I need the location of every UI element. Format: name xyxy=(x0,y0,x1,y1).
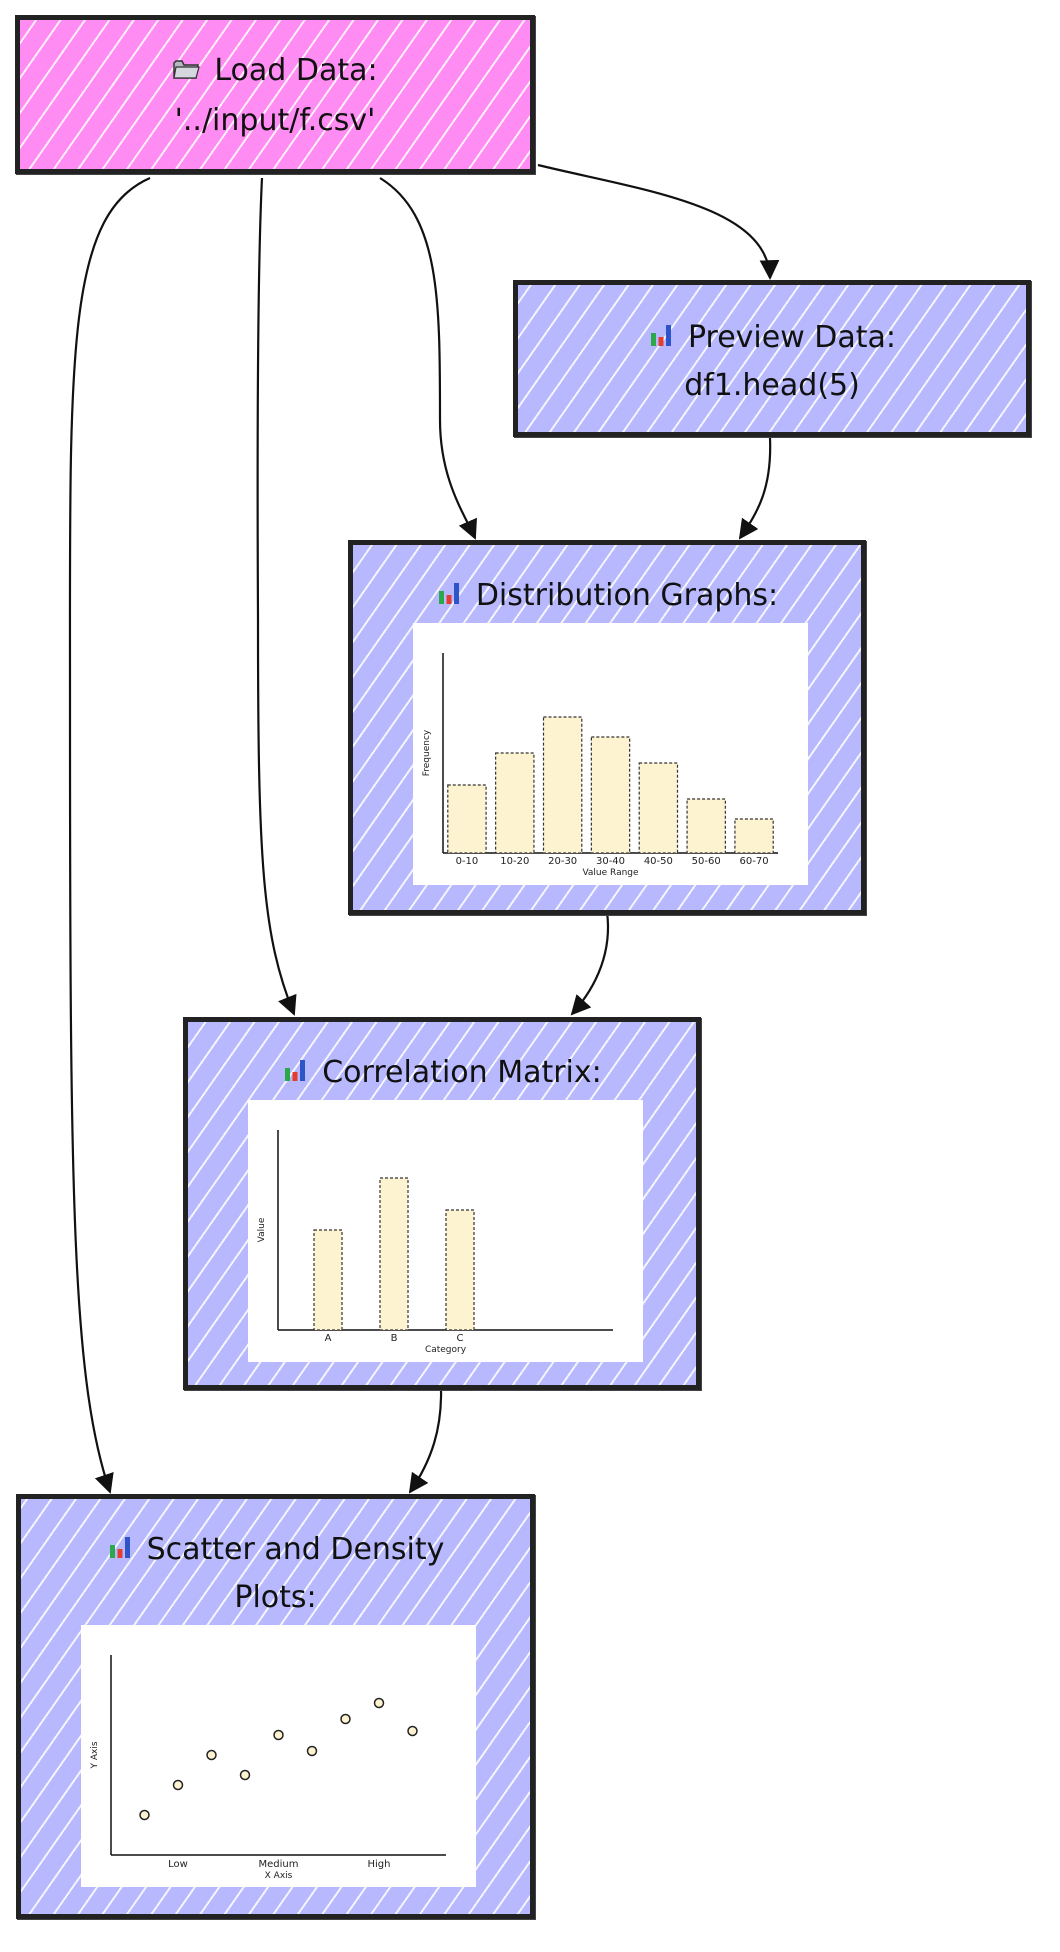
load-data-title: Load Data: xyxy=(20,48,530,95)
bar-chart-icon xyxy=(648,316,674,362)
dist-tick-label-2: 10-20 xyxy=(500,856,529,867)
edge-preview-distribution xyxy=(738,437,772,540)
folder-icon xyxy=(172,49,201,95)
preview-data-label: Preview Data: xyxy=(687,320,897,355)
corr-bar-1 xyxy=(313,1229,343,1331)
edge-load-distribution xyxy=(379,177,477,540)
load-data-label: Load Data: xyxy=(214,53,378,88)
dist-x-axis-label: Value Range xyxy=(582,868,639,878)
edge-distribution-correlation xyxy=(570,911,609,1016)
distribution-graphs-title: Distribution Graphs: xyxy=(353,573,861,620)
scatter-point-4 xyxy=(239,1769,251,1781)
scatter-tick-label-1: Low xyxy=(168,1859,188,1870)
distribution-chart: 0-10 10-20 20-30 30-40 40-50 50-60 60-70Value … xyxy=(422,653,778,878)
corr-tick-label-2: B xyxy=(391,1333,398,1344)
scatter-density-title: Scatter and Density xyxy=(21,1527,530,1574)
scatter-point-7 xyxy=(340,1713,351,1725)
dist-tick-label-3: 20-30 xyxy=(548,856,577,867)
corr-bar-2 xyxy=(379,1177,409,1331)
corr-y-axis-label: Value xyxy=(257,1217,267,1242)
scatter-x-axis-label: X Axis xyxy=(265,1871,293,1881)
corr-x-axis-label: Category xyxy=(425,1345,467,1355)
scatter-point-8 xyxy=(373,1697,385,1709)
scatter-point-6 xyxy=(306,1745,318,1757)
load-data-path: '../input/f.csv' xyxy=(174,103,376,138)
dist-bar-3 xyxy=(542,716,583,854)
dist-tick-label-7: 60-70 xyxy=(740,856,769,867)
dist-tick-label-4: 30-40 xyxy=(596,856,625,867)
corr-tick-label-1: A xyxy=(325,1333,332,1344)
dist-tick-label-1: 0-10 xyxy=(456,856,479,867)
dist-tick-label-5: 40-50 xyxy=(644,856,673,867)
scatter-density-label: Scatter and Density xyxy=(146,1532,445,1567)
dist-bar-1 xyxy=(447,784,487,854)
correlation-matrix-title: Correlation Matrix: xyxy=(188,1050,696,1097)
distribution-graphs-label: Distribution Graphs: xyxy=(475,578,779,613)
scatter-tick-label-3: High xyxy=(368,1859,391,1870)
dist-bar-6 xyxy=(686,798,726,854)
scatter-tick-label-2: Medium xyxy=(259,1859,299,1870)
scatter-point-5 xyxy=(273,1729,284,1741)
dist-bar-4 xyxy=(590,736,631,854)
dist-y-axis-label: Frequency xyxy=(422,729,432,776)
dist-bar-2 xyxy=(495,752,535,854)
bar-chart-icon xyxy=(107,1528,133,1574)
scatter-density-label-line2: Plots: xyxy=(234,1580,317,1615)
preview-data-node[interactable]: Preview Data: df1.head(5) xyxy=(513,280,1031,437)
scatter-point-1 xyxy=(139,1809,150,1821)
load-data-node[interactable]: Load Data: '../input/f.csv' xyxy=(15,15,535,174)
bar-chart-icon xyxy=(436,574,462,620)
edge-load-scatter xyxy=(68,176,151,1494)
dist-tick-label-6: 50-60 xyxy=(692,856,721,867)
scatter-chart: Low Medium High X Axis Y Axis xyxy=(90,1655,446,1881)
dist-bar-7 xyxy=(734,818,774,854)
edge-load-correlation xyxy=(256,177,297,1016)
preview-data-code: df1.head(5) xyxy=(684,368,860,403)
scatter-density-node[interactable]: Scatter and Density Plots: Low Medium High… xyxy=(16,1494,535,1919)
scatter-chart-panel: Low Medium High X Axis Y Axis xyxy=(81,1625,476,1887)
scatter-point-3 xyxy=(206,1749,217,1761)
scatter-point-9 xyxy=(407,1725,418,1737)
dist-bar-5 xyxy=(638,762,679,854)
preview-data-title: Preview Data: xyxy=(518,315,1026,362)
corr-tick-label-3: C xyxy=(457,1333,464,1344)
distribution-graphs-node[interactable]: Distribution Graphs: 0-10 10-20 20-30 30-40… xyxy=(348,540,866,915)
corr-bar-3 xyxy=(445,1209,475,1331)
edge-load-preview xyxy=(537,163,780,280)
scatter-y-axis-label: Y Axis xyxy=(90,1741,100,1769)
scatter-point-2 xyxy=(172,1779,184,1791)
correlation-matrix-label: Correlation Matrix: xyxy=(322,1055,602,1090)
bar-chart-icon xyxy=(282,1051,308,1097)
edge-correlation-scatter xyxy=(408,1387,443,1494)
